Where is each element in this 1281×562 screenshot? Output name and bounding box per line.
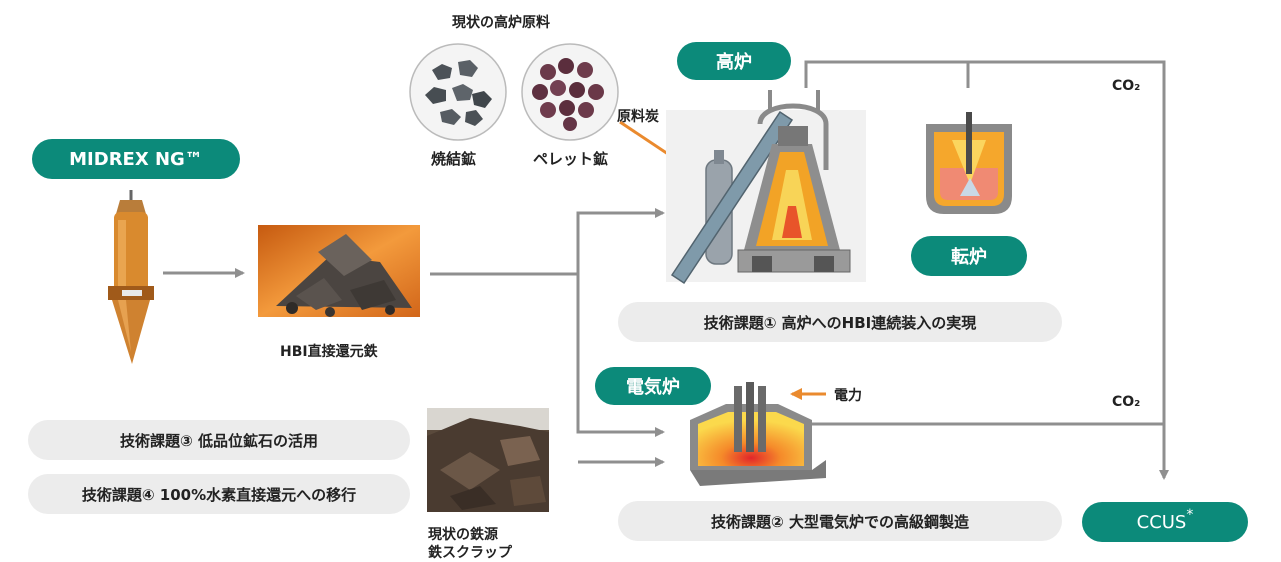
ccus-badge: CCUS*	[1082, 502, 1248, 542]
co2-label-top: CO₂	[1112, 78, 1141, 94]
hbi-label: HBI直接還元鉄	[280, 344, 378, 360]
scrap-label-line2: 鉄スクラップ	[428, 545, 512, 561]
pellet-ore-image	[521, 43, 619, 141]
challenge-1: 技術課題① 高炉へのHBI連続装入の実現	[618, 302, 1062, 342]
blast-furnace-badge: 高炉	[677, 42, 791, 80]
challenge-4: 技術課題④ 100%水素直接還元への移行	[28, 474, 410, 514]
ccus-label: CCUS	[1136, 511, 1187, 533]
ccus-footnote-mark: *	[1186, 507, 1194, 523]
sinter-ore-label: 焼結鉱	[431, 150, 477, 168]
coking-coal-label: 原料炭	[617, 109, 659, 125]
sinter-ore-image	[409, 43, 507, 141]
scrap-label-line1: 現状の鉄源	[428, 527, 498, 543]
electric-power-label: 電力	[834, 388, 862, 404]
challenge-2: 技術課題② 大型電気炉での高級鋼製造	[618, 501, 1062, 541]
co2-label-mid: CO₂	[1112, 394, 1141, 410]
line-co2-top	[804, 60, 1169, 480]
blast-furnace-materials-title: 現状の高炉原料	[452, 15, 550, 31]
arrow-hbi-to-blast-furnace	[576, 208, 665, 274]
eaf-badge: 電気炉	[595, 367, 711, 405]
arrow-hbi-to-eaf	[576, 274, 665, 437]
pellet-ore-label: ペレット鉱	[533, 150, 609, 168]
challenge-3: 技術課題③ 低品位鉱石の活用	[28, 420, 410, 460]
converter-badge: 転炉	[911, 236, 1027, 276]
midrex-badge: MIDREX NG™	[32, 139, 240, 179]
